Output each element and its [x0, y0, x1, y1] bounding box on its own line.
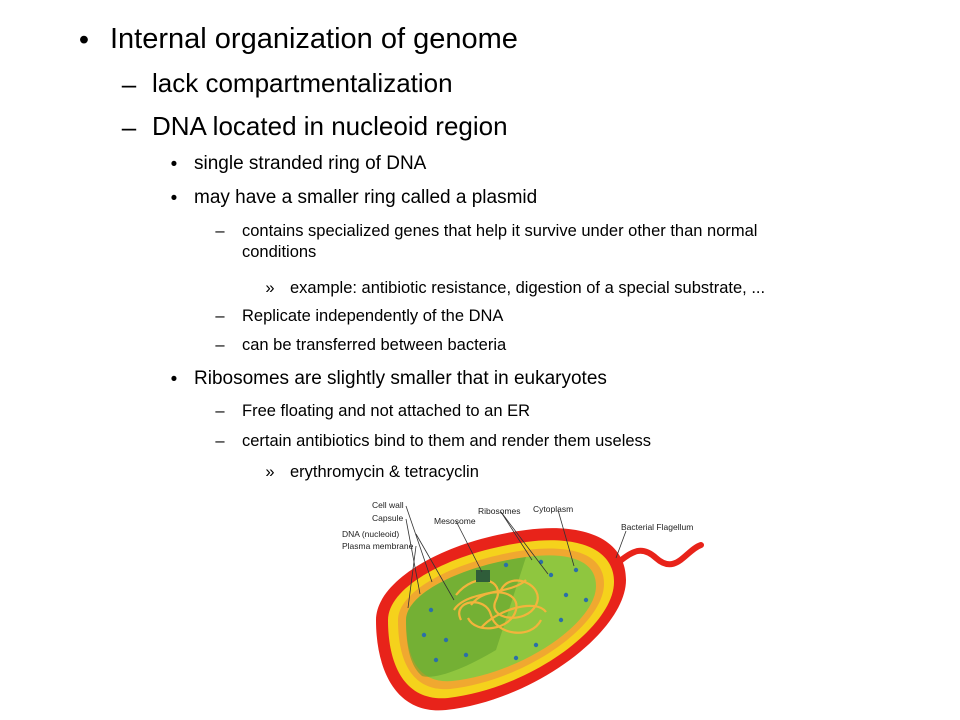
outline-item-6-continuation: conditions	[242, 243, 317, 261]
guillemet-marker: »	[265, 463, 275, 481]
ribosomes	[421, 559, 589, 663]
dash-marker: –	[215, 222, 225, 240]
bullet-marker: •	[78, 24, 90, 56]
dash-marker: –	[215, 402, 225, 420]
outline-item-12: certain antibiotics bind to them and ren…	[242, 432, 652, 450]
outline-item-11: Free floating and not attached to an ER	[242, 402, 531, 420]
label-capsule: Capsule	[372, 513, 403, 523]
outline-item-6: contains specialized genes that help it …	[242, 222, 758, 240]
dash-marker: –	[215, 432, 225, 450]
dash-marker: –	[215, 336, 225, 354]
guillemet-marker: »	[265, 279, 275, 297]
nucleoid-dna	[453, 579, 547, 634]
label-flagellum: Bacterial Flagellum	[621, 522, 693, 532]
bullet-marker: •	[170, 188, 178, 209]
dash-marker: –	[121, 69, 137, 99]
outline-item-1: Internal organization of genome	[110, 23, 518, 55]
dash-marker: –	[215, 307, 225, 325]
outline-item-13: erythromycin & tetracyclin	[290, 463, 479, 481]
label-dna: DNA (nucleoid)	[342, 529, 399, 539]
outline-item-8: Replicate independently of the DNA	[242, 307, 504, 325]
bullet-marker: •	[170, 369, 178, 390]
label-mesosome: Mesosome	[434, 516, 476, 526]
outline-item-3: DNA located in nucleoid region	[152, 111, 508, 141]
label-cytoplasm: Cytoplasm	[533, 504, 573, 514]
dash-marker: –	[121, 112, 137, 142]
outline-item-2: lack compartmentalization	[152, 68, 453, 98]
bullet-marker: •	[170, 154, 178, 175]
bacterial-cell-diagram: Cell wall Capsule DNA (nucleoid) Plasma …	[342, 500, 704, 711]
label-cell-wall: Cell wall	[372, 500, 404, 510]
mesosome	[476, 570, 490, 582]
outline-item-4: single stranded ring of DNA	[194, 153, 427, 174]
label-ribosomes: Ribosomes	[478, 506, 521, 516]
outline-item-9: can be transferred between bacteria	[242, 336, 507, 354]
leader-lines	[405, 505, 627, 609]
outline-item-7: example: antibiotic resistance, digestio…	[290, 279, 766, 297]
outline-item-10: Ribosomes are slightly smaller that in e…	[194, 368, 607, 389]
label-plasma-membrane: Plasma membrane	[342, 541, 414, 551]
outline-item-5: may have a smaller ring called a plasmid	[194, 187, 538, 208]
